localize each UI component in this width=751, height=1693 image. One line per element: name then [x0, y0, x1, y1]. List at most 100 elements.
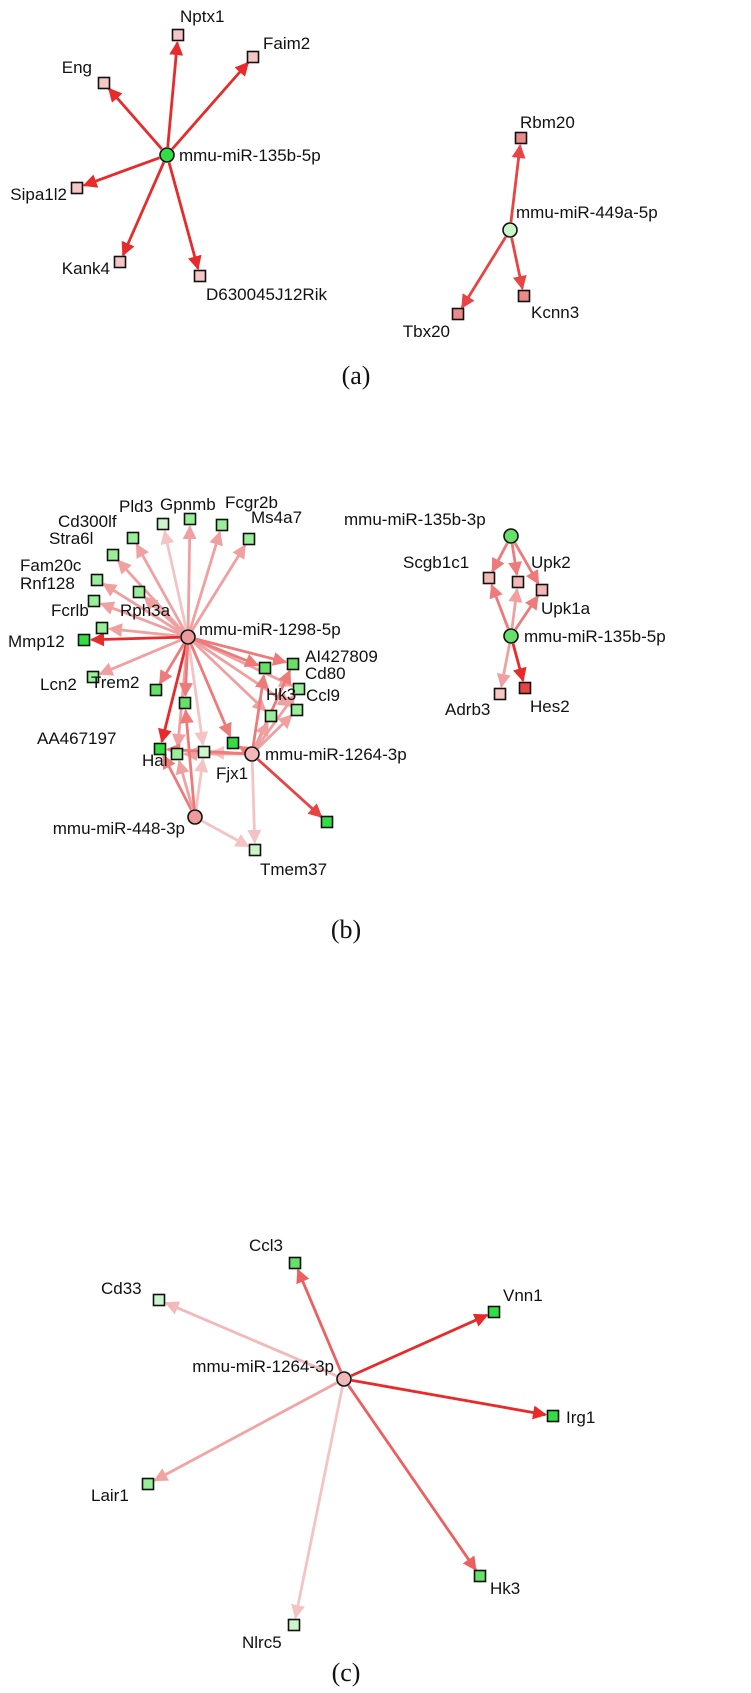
- node-label-rbm20: Rbm20: [520, 113, 575, 132]
- edge-m1264-to-Hk3: [254, 721, 269, 748]
- edge-m135b5p-to-D630: [167, 162, 202, 271]
- mirna-node-mmu-mir-135b-5p: [159, 147, 175, 163]
- edge-m449a5p-to-Tbx20: [460, 236, 507, 309]
- node-label-mmu-mir-448-3p: mmu-miR-448-3p: [53, 819, 185, 838]
- gene-node-tmem37: [248, 843, 262, 857]
- gene-node-sipa1l2: [70, 181, 84, 195]
- node-label-faim2: Faim2: [263, 34, 310, 53]
- node-label-lcn2: Lcn2: [40, 675, 77, 694]
- node-label-eng: Eng: [62, 58, 92, 77]
- edge-m1298-to-Trem2: [158, 643, 186, 685]
- edge-m1298-to-Fcgr2b: [188, 530, 223, 630]
- node-label-fcrlb: Fcrlb: [51, 601, 89, 620]
- edge-m135b5p-to-Eng: [107, 87, 163, 150]
- edge-m1298-to-AI427809: [195, 637, 288, 666]
- node-label-mmu-mir-1298-5p: mmu-miR-1298-5p: [199, 620, 341, 639]
- edge-m1298-to-Cd300lf: [135, 543, 186, 631]
- gene-node-tbx20: [451, 307, 465, 321]
- gene-node-aa467197: [153, 742, 167, 756]
- edge-m448-to-unl2: [179, 709, 196, 810]
- edge-m135b5p-to-Faim2: [171, 61, 250, 150]
- gene-node-lair1: [141, 1477, 155, 1491]
- edge-m1298-to-Pld3: [160, 529, 188, 630]
- edge-m135b5p-to-Kank4: [121, 161, 166, 257]
- edge-m1298-to-Gpnmb: [182, 525, 197, 630]
- gene-node-ms4a7: [242, 532, 256, 546]
- edge-m1298-to-Mmp12: [90, 632, 181, 647]
- caption-panel-c: (c): [332, 1658, 361, 1687]
- mirna-node-mmu-mir-1264-3p: [244, 746, 260, 762]
- node-label-fcgr2b: Fcgr2b: [225, 493, 278, 512]
- edge-m135b3p-to-Upk1a: [513, 542, 540, 585]
- gene-node-cd33: [152, 1293, 166, 1307]
- node-label-gpnmb: Gpnmb: [160, 495, 216, 514]
- node-label-tbx20: Tbx20: [403, 322, 450, 341]
- caption-panel-a: (a): [342, 361, 371, 390]
- gene-node-mmp12: [77, 633, 91, 647]
- gene-node-adrb3: [493, 687, 507, 701]
- node-label-cd33: Cd33: [101, 1279, 142, 1298]
- node-label-irg1: Irg1: [566, 1408, 595, 1427]
- gene-node-hk3: [473, 1569, 487, 1583]
- edge-m1298-to-AA467197: [158, 644, 188, 744]
- gene-node-fcgr2b: [215, 518, 229, 532]
- mirna-node-mmu-mir-135b-5p: [503, 628, 519, 644]
- node-label-vnn1: Vnn1: [503, 1286, 543, 1305]
- mirna-node-mmu-mir-1264-3p: [336, 1371, 352, 1387]
- edge-m1264-to-Lair1: [153, 1381, 338, 1482]
- node-label-mmp12: Mmp12: [8, 632, 65, 651]
- gene-node-lcn2: [86, 670, 100, 684]
- gene-node-fam20c: [90, 573, 104, 587]
- node-label-mmu-mir-135b-5p: mmu-miR-135b-5p: [179, 146, 321, 165]
- edge-m1264-to-Nlrc5: [291, 1386, 344, 1620]
- node-label-hk3: Hk3: [490, 1579, 520, 1598]
- node-label-upk2: Upk2: [531, 553, 571, 572]
- gene-node-hal: [170, 747, 184, 761]
- node-label-mmu-mir-135b-5p: mmu-miR-135b-5p: [524, 627, 666, 646]
- edge-m1264-to-Ccl9: [256, 714, 293, 750]
- edge-m1298-to-Ccl9: [193, 640, 292, 707]
- node-label-ccl9: Ccl9: [306, 686, 340, 705]
- edge-m135b5p-to-Adrb3: [496, 643, 511, 689]
- edge-m1264-to-Hk3: [347, 1384, 477, 1571]
- node-label-kcnn3: Kcnn3: [531, 303, 579, 322]
- edge-m1298-to-unl1: [194, 638, 260, 667]
- edge-m1264-to-unl1: [251, 674, 269, 747]
- edge-m1298-to-Fcrlb: [108, 623, 181, 638]
- edge-m1298-to-unl2: [178, 644, 193, 697]
- mirna-node-mmu-mir-1298-5p: [180, 629, 196, 645]
- edge-m1264-to-unl4: [256, 758, 323, 818]
- edge-m448-to-Fjx1: [194, 758, 209, 810]
- gene-node-cd80: [292, 682, 306, 696]
- node-label-pld3: Pld3: [119, 497, 153, 516]
- nodes-layer: [70, 28, 560, 1632]
- edge-m1264-to-unl3: [238, 745, 254, 760]
- gene-node-faim2: [246, 50, 260, 64]
- gene-node-rnf128: [87, 594, 101, 608]
- edge-m1264-to-Irg1: [351, 1379, 547, 1420]
- edge-m1264-to-Tmem37: [247, 761, 262, 844]
- node-label-mmu-mir-1264-3p: mmu-miR-1264-3p: [265, 745, 407, 764]
- gene-node-fcrlb: [95, 621, 109, 635]
- node-label-trem2: Trem2: [91, 673, 140, 692]
- node-label-rph3a: Rph3a: [120, 601, 171, 620]
- edge-m135b5p-to-Sipa1l2: [82, 156, 160, 188]
- gene-node-pld3: [156, 517, 170, 531]
- edge-m449a5p-to-Kcnn3: [510, 237, 527, 291]
- edge-m135b5p-to-Upk1a: [514, 595, 539, 631]
- gene-node-vnn1: [487, 1305, 501, 1319]
- mirna-node-mmu-mir-135b-3p: [503, 528, 519, 544]
- gene-node-rph3a: [132, 585, 146, 599]
- edge-m1298-to-Stra6l: [117, 559, 184, 633]
- node-label-upk1a: Upk1a: [541, 599, 591, 618]
- gene-node-unlabeled-24: [258, 661, 272, 675]
- edge-m1264-to-Vnn1: [350, 1313, 489, 1378]
- gene-node-trem2: [149, 683, 163, 697]
- node-label-hal: Hal: [142, 751, 168, 770]
- edge-m1298-to-Ms4a7: [191, 544, 247, 631]
- gene-node-stra6l: [106, 548, 120, 562]
- node-label-adrb3: Adrb3: [445, 700, 490, 719]
- node-label-stra6l: Stra6l: [49, 529, 93, 548]
- node-label-cd80: Cd80: [305, 664, 346, 683]
